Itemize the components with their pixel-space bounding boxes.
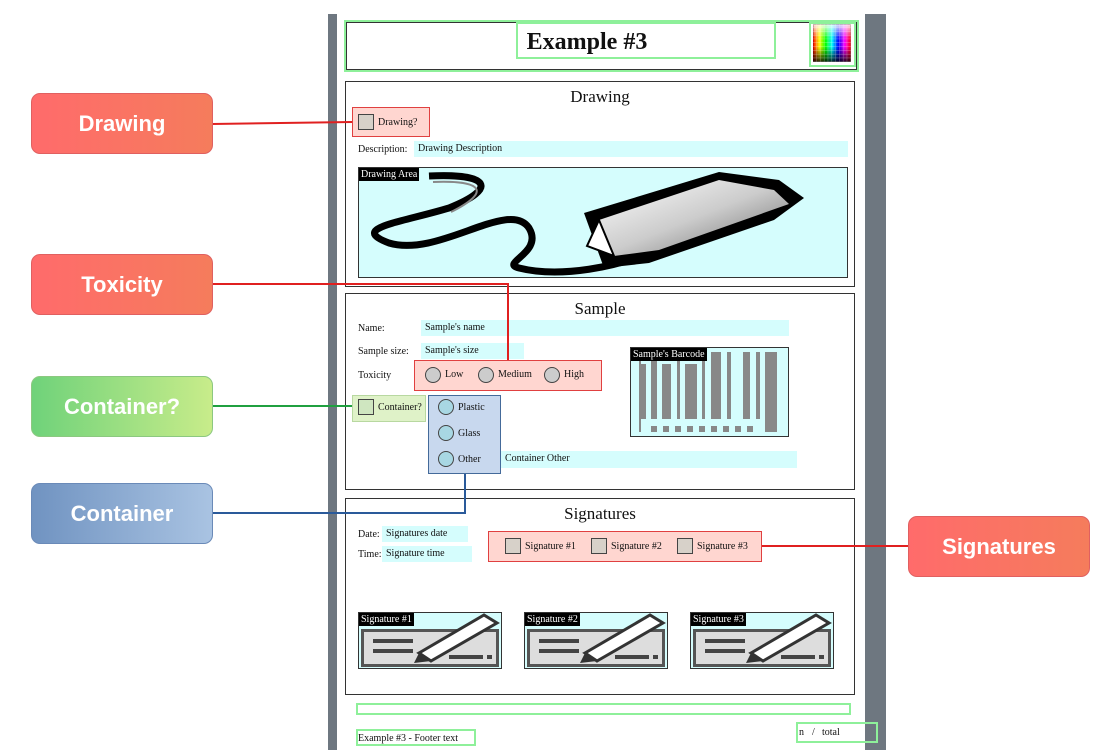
time-field[interactable]: Signature time — [382, 546, 472, 562]
color-palette-logo — [813, 24, 851, 62]
page-title: Example #3 — [526, 29, 648, 55]
toxicity-group — [414, 360, 602, 391]
signature-box-label: Signature #2 — [525, 613, 580, 626]
date-field[interactable]: Signatures date — [382, 526, 468, 542]
section-title: Sample — [574, 299, 626, 318]
container-checkbox-label: Container? — [378, 402, 422, 413]
container-other-field[interactable]: Container Other — [501, 451, 797, 468]
container-plastic-radio[interactable] — [438, 399, 454, 415]
signature-3-checkbox[interactable] — [677, 538, 693, 554]
page-separator: / — [812, 727, 815, 738]
drawing-area[interactable]: Drawing Area — [358, 167, 848, 278]
size-field[interactable]: Sample's size — [421, 343, 524, 359]
toxicity-option-label: High — [564, 369, 584, 380]
drawing-area-label: Drawing Area — [359, 168, 420, 181]
drawing-checkbox[interactable] — [358, 114, 374, 130]
signature-pen-icon — [693, 613, 832, 667]
signature-checkbox-group — [488, 531, 762, 562]
name-field[interactable]: Sample's name — [421, 320, 789, 336]
footer-bar-highlight — [356, 703, 851, 715]
footer-text: Example #3 - Footer text — [358, 733, 458, 744]
size-label: Sample size: — [358, 346, 409, 357]
footer-text-highlight — [356, 729, 476, 746]
signature-1-box[interactable]: Signature #1 — [358, 612, 502, 669]
toxicity-callout: Toxicity — [31, 254, 213, 315]
barcode-box: Sample's Barcode — [630, 347, 789, 437]
signature-box-label: Signature #3 — [691, 613, 746, 626]
barcode-label: Sample's Barcode — [631, 348, 707, 361]
title-highlight — [516, 22, 776, 59]
signature-checkbox-label: Signature #1 — [525, 541, 576, 552]
signature-pen-icon — [361, 613, 500, 667]
signature-1-checkbox[interactable] — [505, 538, 521, 554]
description-label: Description: — [358, 144, 408, 155]
container-option-label: Glass — [458, 428, 481, 439]
toxicity-high-radio[interactable] — [544, 367, 560, 383]
container-glass-radio[interactable] — [438, 425, 454, 441]
toxicity-option-label: Low — [445, 369, 464, 380]
signature-pen-icon — [527, 613, 666, 667]
date-label: Date: — [358, 529, 380, 540]
toxicity-option-label: Medium — [498, 369, 532, 380]
signature-2-box[interactable]: Signature #2 — [524, 612, 668, 669]
name-label: Name: — [358, 323, 385, 334]
toxicity-low-radio[interactable] — [425, 367, 441, 383]
container-question-callout: Container? — [31, 376, 213, 437]
page-n: n — [799, 727, 804, 738]
logo-highlight — [809, 22, 856, 67]
drawing-callout: Drawing — [31, 93, 213, 154]
barcode-icon — [639, 352, 777, 432]
description-field[interactable]: Drawing Description — [414, 141, 848, 157]
signature-box-label: Signature #1 — [359, 613, 414, 626]
container-option-label: Other — [458, 454, 481, 465]
header-frame — [344, 20, 859, 72]
container-other-radio[interactable] — [438, 451, 454, 467]
signature-checkbox-label: Signature #2 — [611, 541, 662, 552]
section-title: Drawing — [570, 87, 630, 106]
signature-3-box[interactable]: Signature #3 — [690, 612, 834, 669]
page-total: total — [822, 727, 840, 738]
drawing-checkbox-label: Drawing? — [378, 117, 418, 128]
time-label: Time: — [358, 549, 382, 560]
toxicity-label: Toxicity — [358, 370, 392, 381]
section-title: Signatures — [564, 504, 636, 523]
signatures-callout: Signatures — [908, 516, 1090, 577]
signature-2-checkbox[interactable] — [591, 538, 607, 554]
toxicity-medium-radio[interactable] — [478, 367, 494, 383]
signature-checkbox-label: Signature #3 — [697, 541, 748, 552]
container-checkbox[interactable] — [358, 399, 374, 415]
page-number-highlight — [796, 722, 878, 743]
container-option-label: Plastic — [458, 402, 485, 413]
container-callout: Container — [31, 483, 213, 544]
pen-drawing-icon — [371, 172, 804, 276]
